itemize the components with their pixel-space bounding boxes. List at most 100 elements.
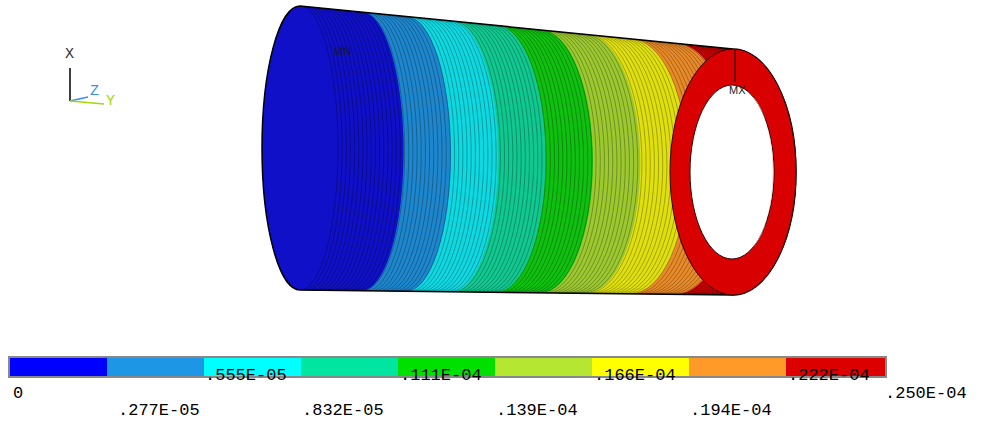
z-axis-line (70, 97, 88, 101)
axis-label: Y (106, 94, 115, 109)
mesh-line (564, 32, 617, 293)
mesh-line (398, 16, 442, 291)
mesh-line (351, 11, 392, 291)
mesh-line (477, 24, 525, 292)
mesh-line (324, 8, 363, 290)
mesh-line (422, 18, 467, 291)
scale-value: .555E-05 (205, 367, 287, 384)
axis-label: X (65, 47, 74, 62)
mesh-line (501, 26, 551, 292)
mesh-line (528, 29, 579, 293)
mesh-line (446, 20, 492, 291)
mesh-line (489, 25, 538, 292)
scale-value: .111E-04 (400, 367, 482, 384)
mesh-line (363, 12, 405, 290)
mesh-line (391, 15, 434, 291)
cylinder-bands (0, 0, 995, 340)
mesh-line (438, 20, 484, 292)
mesh-line (383, 14, 426, 291)
mesh-line (493, 25, 542, 292)
y-axis-line (70, 101, 104, 104)
min-marker-label: MN (334, 46, 351, 57)
mesh-line (560, 32, 613, 293)
mesh-line (347, 11, 388, 291)
mesh-line (300, 6, 338, 290)
mesh-line (465, 22, 513, 291)
band (0, 0, 640, 340)
mesh-line (548, 31, 600, 293)
band (0, 0, 451, 340)
x-axis-line (69, 68, 71, 101)
mesh-line (469, 23, 517, 292)
max-marker (735, 50, 736, 82)
mesh-line (379, 14, 422, 291)
mesh-line (579, 34, 633, 293)
mesh-line (316, 8, 355, 291)
end-face (670, 49, 796, 295)
mesh-line (359, 12, 400, 291)
mesh-line (434, 19, 480, 291)
axis-label: Z (90, 84, 99, 99)
mesh-line (387, 15, 430, 291)
band (0, 0, 688, 340)
mesh-line (402, 16, 446, 291)
mesh-line (536, 29, 588, 292)
scale-value: .250E-04 (885, 385, 967, 402)
scale-value: .194E-04 (690, 402, 772, 419)
scale-value: 0 (13, 385, 23, 402)
mesh-line (576, 33, 630, 293)
mesh-line (328, 9, 368, 291)
mesh-line (406, 17, 450, 292)
mesh-line (568, 33, 621, 294)
mesh-line (367, 13, 409, 291)
mesh-line (532, 29, 583, 293)
mesh-line (505, 26, 555, 292)
mesh-line (552, 31, 605, 293)
mesh-line (524, 28, 575, 292)
mesh-line (331, 9, 371, 290)
mesh-line (312, 7, 351, 290)
band (0, 0, 498, 340)
mesh-line (442, 20, 488, 292)
mesh-line (457, 22, 504, 292)
mesh-line (394, 15, 437, 291)
band (0, 0, 735, 340)
mesh-line (481, 24, 529, 292)
mesh-line (587, 35, 642, 294)
mesh-line (513, 27, 563, 292)
mesh-line (556, 31, 609, 293)
mesh-line (485, 24, 534, 292)
mesh-line (355, 11, 396, 290)
mesh-line (320, 8, 359, 290)
mesh-line (497, 26, 546, 293)
mesh-line (591, 35, 646, 293)
mesh-line (371, 13, 413, 291)
mesh-line (544, 30, 596, 293)
max-marker-label: MX (729, 85, 746, 96)
mesh-line (517, 28, 568, 293)
mesh-line (450, 21, 497, 292)
mesh-line (430, 19, 476, 292)
mesh-line (520, 28, 571, 293)
mesh-line (473, 23, 521, 292)
scale-value: .166E-04 (594, 367, 676, 384)
mesh-line (414, 17, 459, 291)
mesh-line (410, 17, 454, 291)
mesh-line (454, 21, 501, 292)
scale-value: .222E-04 (788, 367, 870, 384)
mesh-line (375, 13, 417, 290)
mesh-lines (300, 6, 796, 295)
mesh-line (509, 27, 559, 293)
band (0, 0, 404, 340)
mesh-line (572, 33, 626, 293)
cylinder-outline (262, 6, 796, 295)
mesh-line (461, 22, 508, 292)
mesh-line (540, 30, 592, 293)
mesh-line (426, 19, 471, 292)
mesh-line (583, 34, 637, 293)
scale-value: .139E-04 (496, 402, 578, 419)
bore-hole (690, 85, 774, 259)
mesh-line (418, 18, 463, 292)
